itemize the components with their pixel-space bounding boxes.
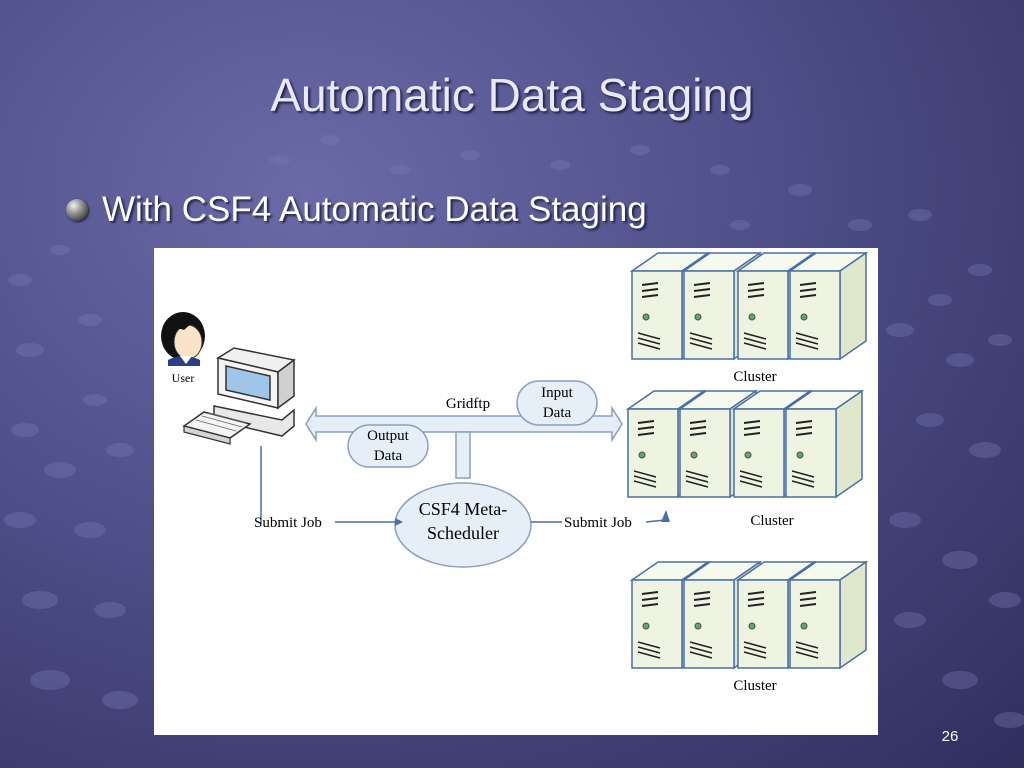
cluster-top-label: Cluster [733,369,776,385]
meta-scheduler-node: CSF4 Meta- Scheduler [394,482,532,568]
gridftp-label: Gridftp [446,396,490,412]
cluster-bottom [631,561,867,669]
cluster-bottom-label: Cluster [733,678,776,694]
cluster-top [631,252,867,360]
user-avatar-icon [161,312,205,366]
submit-job-right-label: Submit Job [564,515,632,531]
cluster-middle-label: Cluster [750,513,793,529]
input-data-line1: Input [541,385,573,401]
submit-job-left-arrowhead [395,518,403,526]
input-data-bubble: Input Data [516,380,598,426]
submit-job-left-label: Submit Job [254,515,322,531]
cluster-middle [627,390,863,498]
user-label: User [172,371,195,385]
submit-job-right-arrowhead [661,510,670,522]
computer-icon [182,347,296,445]
architecture-diagram: User [154,248,878,735]
output-data-line2: Data [374,448,403,464]
input-data-line2: Data [543,405,572,421]
slide-title: Automatic Data Staging [270,69,754,121]
diagram-canvas: User [161,252,867,694]
server-icon [789,561,867,669]
output-data-line1: Output [367,428,410,444]
output-data-bubble: Output Data [347,424,429,468]
bullet-item: With CSF4 Automatic Data Staging [66,190,647,230]
server-icon [785,390,863,498]
server-icon [789,252,867,360]
scheduler-line2: Scheduler [427,523,499,543]
scheduler-line1: CSF4 Meta- [419,499,508,519]
bullet-sphere-icon [66,199,88,221]
page-number: 26 [941,728,959,745]
bullet-text: With CSF4 Automatic Data Staging [102,190,647,229]
